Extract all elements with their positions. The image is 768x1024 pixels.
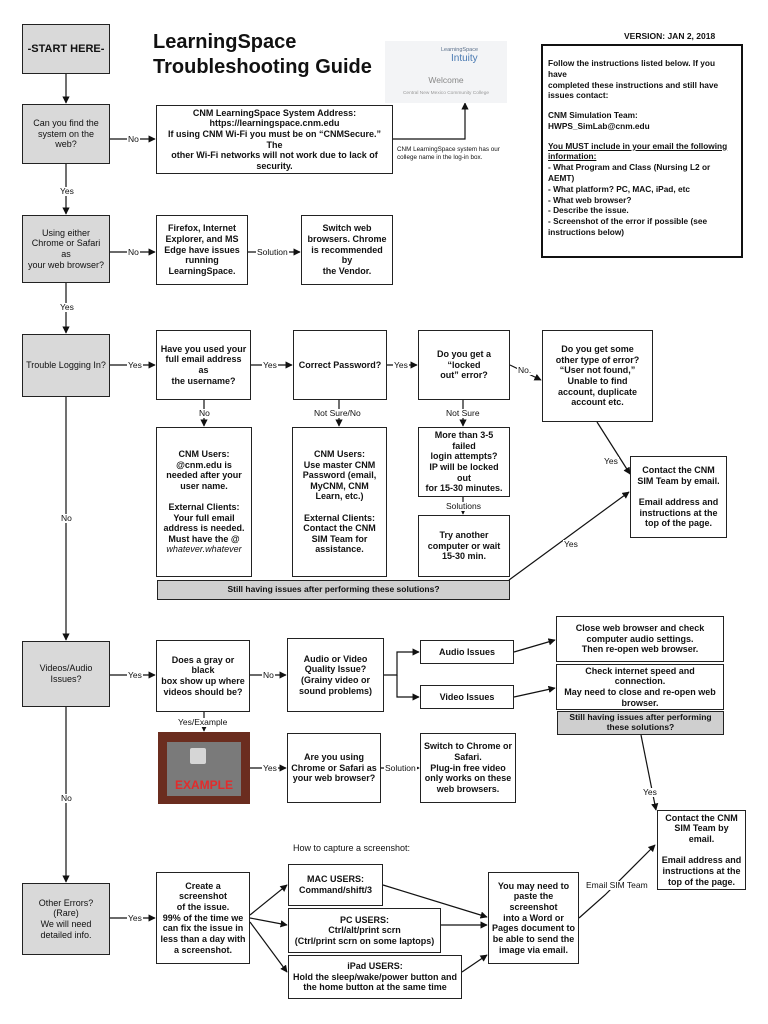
capture-screenshot-heading: How to capture a screenshot: — [293, 843, 411, 853]
system-address-box: CNM LearningSpace System Address: https:… — [156, 105, 393, 174]
example-screenshot-image: EXAMPLE — [158, 732, 250, 804]
edge-label-not-sure: Not Sure — [445, 408, 481, 418]
edge-label-solution: Solution — [384, 763, 417, 773]
edge-label-email-sim-team: Email SIM Team — [585, 880, 649, 890]
edge-label-yes: Yes — [127, 670, 143, 680]
system-address-link[interactable]: https://learningspace.cnm.edu — [209, 118, 340, 129]
sim-team-email[interactable]: HWPS_SimLab@cnm.edu — [548, 120, 650, 131]
other-error-question: Do you get some other type of error? “Us… — [542, 330, 653, 422]
paste-screenshot-box: You may need to paste the screenshot int… — [488, 872, 579, 964]
try-another-computer-box: Try another computer or wait 15-30 min. — [418, 515, 510, 577]
find-system-question: Can you find the system on the web? — [22, 104, 110, 164]
edge-label-yes: Yes — [563, 539, 579, 549]
edge-label-not-sure-no: Not Sure/No — [313, 408, 362, 418]
browsers-issue-box: Firefox, Internet Explorer, and MS Edge … — [156, 215, 248, 285]
gray-box-question: Does a gray or black box show up where v… — [156, 640, 250, 712]
edge-label-yes: Yes — [603, 456, 619, 466]
video-fix-box: Check internet speed and connection. May… — [556, 664, 724, 710]
edge-label-solutions: Solutions — [445, 501, 482, 511]
trouble-logging-in-question: Trouble Logging In? — [22, 334, 110, 397]
example-label: EXAMPLE — [174, 778, 233, 792]
edge-label-solution: Solution — [256, 247, 289, 257]
contact-sim-team-box-2: Contact the CNM SIM Team by email. Email… — [657, 810, 746, 890]
edge-label-no: No — [198, 408, 211, 418]
video-issues-box: Video Issues — [420, 685, 514, 709]
edge-label-yes: Yes — [262, 763, 278, 773]
edge-label-no: No. — [517, 365, 533, 375]
pc-users-box: PC USERS: Ctrl/alt/print scrn (Ctrl/prin… — [288, 908, 441, 953]
edge-label-no: No — [60, 793, 73, 803]
edge-label-yes-example: Yes/Example — [177, 717, 229, 727]
edge-label-yes: Yes — [59, 186, 75, 196]
audio-fix-box: Close web browser and check computer aud… — [556, 616, 724, 662]
correct-password-question: Correct Password? — [293, 330, 387, 400]
switch-chrome-safari-box: Switch to Chrome or Safari. Plug-in free… — [420, 733, 516, 803]
version-label: VERSION: JAN 2, 2018 — [624, 31, 716, 41]
edge-label-yes: Yes — [127, 360, 143, 370]
start-here-node: -START HERE- — [22, 24, 110, 74]
edge-label-yes: Yes — [127, 913, 143, 923]
videos-audio-question: Videos/Audio Issues? — [22, 641, 110, 707]
chrome-safari-question: Are you using Chrome or Safari as your w… — [287, 733, 381, 803]
edge-label-yes: Yes — [262, 360, 278, 370]
edge-label-no: No — [60, 513, 73, 523]
login-note: CNM LearningSpace system has our college… — [397, 146, 500, 161]
failed-logins-box: More than 3-5 failed login attempts? IP … — [418, 427, 510, 497]
password-solution: CNM Users: Use master CNM Password (emai… — [292, 427, 387, 577]
email-username-solution: CNM Users: @cnm.edu is needed after your… — [156, 427, 252, 577]
edge-label-no: No — [262, 670, 275, 680]
create-screenshot-box: Create a screenshot of the issue. 99% of… — [156, 872, 250, 964]
edge-label-yes: Yes — [59, 302, 75, 312]
locked-out-question: Do you get a “locked out” error? — [418, 330, 510, 400]
ipad-users-box: iPad USERS: Hold the sleep/wake/power bu… — [288, 955, 462, 999]
other-errors-question: Other Errors? (Rare) We will need detail… — [22, 883, 110, 955]
web-browser-question: Using either Chrome or Safari as your we… — [22, 215, 110, 283]
page-title: LearningSpace Troubleshooting Guide — [153, 31, 372, 78]
login-screen-image: LearningSpace Intuity Welcome Central Ne… — [385, 41, 507, 103]
edge-label-no: No — [127, 247, 140, 257]
edge-label-yes: Yes — [393, 360, 409, 370]
quality-issue-question: Audio or Video Quality Issue? (Grainy vi… — [287, 638, 384, 712]
mac-users-box: MAC USERS: Command/shift/3 — [288, 864, 383, 906]
plugin-icon — [190, 748, 206, 764]
edge-label-no: No — [127, 134, 140, 144]
audio-issues-box: Audio Issues — [420, 640, 514, 664]
contact-sim-team-box: Contact the CNM SIM Team by email. Email… — [630, 456, 727, 538]
still-having-issues-banner: Still having issues after performing the… — [157, 580, 510, 600]
edge-label-yes: Yes — [642, 787, 658, 797]
full-email-question: Have you used your full email address as… — [156, 330, 251, 400]
contact-instructions-panel: Follow the instructions listed below. If… — [541, 44, 743, 258]
still-having-issues-banner-2: Still having issues after performing the… — [557, 711, 724, 735]
switch-browsers-box: Switch web browsers. Chrome is recommend… — [301, 215, 393, 285]
